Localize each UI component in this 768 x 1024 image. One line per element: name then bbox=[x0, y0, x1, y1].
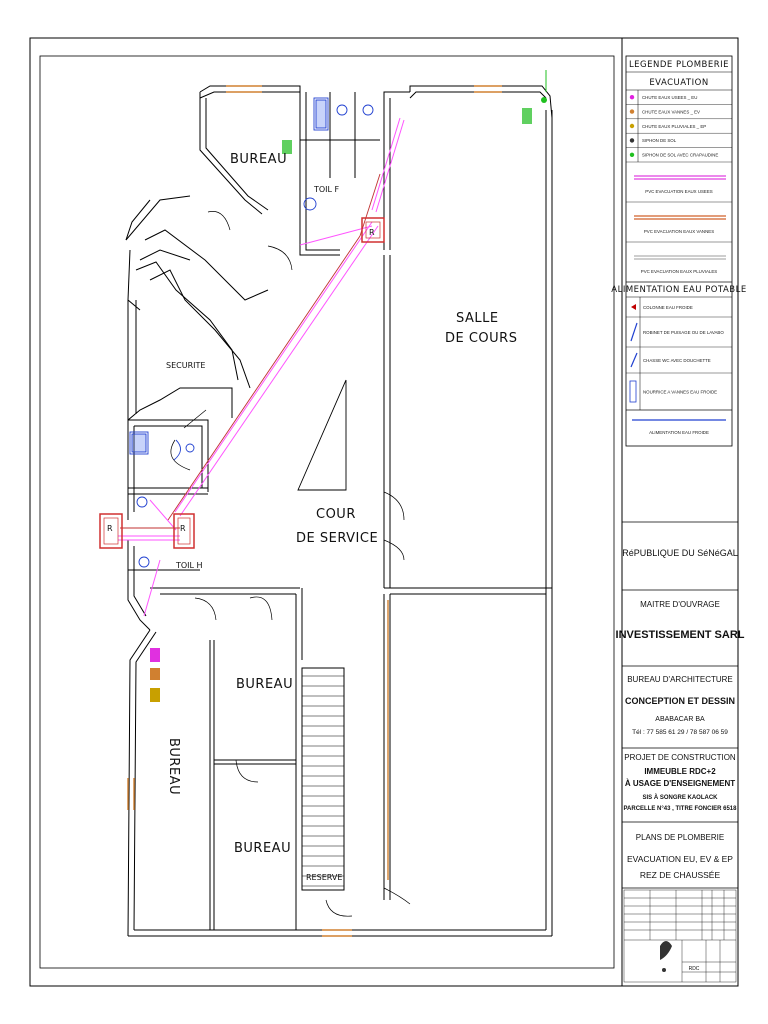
room-toil-f: TOIL F bbox=[313, 185, 340, 194]
sheet-border bbox=[29, 37, 739, 987]
sanitary-fixtures bbox=[129, 97, 374, 568]
architect-logo bbox=[660, 941, 672, 972]
drawing-frame bbox=[39, 55, 615, 969]
legend-title: LEGENDE PLOMBERIE bbox=[629, 60, 729, 70]
owner-name: INVESTISSEMENT SARL bbox=[616, 629, 745, 641]
room-bureau-vertical: BUREAU bbox=[166, 738, 181, 795]
plumbing-legend: LEGENDE PLOMBERIE EVACUATION CHUTE EAUX … bbox=[611, 55, 746, 447]
legend-symbol bbox=[629, 138, 635, 143]
revision-grid-frame bbox=[623, 889, 737, 983]
legend-alimentation-label: CHASSE WC AVEC DOUCHETTE bbox=[643, 358, 711, 363]
plan-label: PLANS DE PLOMBERIE bbox=[636, 833, 724, 842]
project-line-2: À USAGE D'ENSEIGNEMENT bbox=[625, 779, 735, 788]
legend-evacuation-label: SIPHON DE SOL AVEC CRAPAUDINE bbox=[642, 153, 718, 158]
legend-pipe-label: PVC EVACUATION EAUX USEES bbox=[645, 189, 712, 194]
legend-evacuation-label: CHUTE EAUX USEES _ EU bbox=[642, 95, 697, 100]
doors bbox=[170, 211, 411, 917]
revision-grid bbox=[623, 889, 737, 983]
architect-name: ABABACAR BA bbox=[655, 716, 705, 723]
plan-line-2: REZ DE CHAUSSÉE bbox=[640, 870, 721, 880]
legend-symbol bbox=[629, 380, 637, 403]
legend-symbol bbox=[630, 322, 638, 342]
room-cour-line2: DE SERVICE bbox=[296, 531, 378, 546]
legend-alimentation-header: ALIMENTATION EAU POTABLE bbox=[611, 285, 746, 295]
room-salle-line1: SALLE bbox=[456, 311, 499, 326]
legend-alim-line-label: ALIMENTATION EAU FROIDE bbox=[649, 430, 709, 435]
legend-symbol bbox=[630, 352, 638, 368]
inspection-chambers: R R R bbox=[99, 217, 385, 549]
project-line-3: SIS À SONGRE KAOLACK bbox=[642, 794, 718, 801]
office-name: CONCEPTION ET DESSIN bbox=[625, 696, 735, 706]
legend-symbol bbox=[629, 123, 635, 129]
room-reserve: RESERVE bbox=[306, 873, 342, 882]
chamber-label-3: R bbox=[107, 524, 113, 533]
office-label: BUREAU D'ARCHITECTURE bbox=[627, 675, 733, 684]
chamber-label-1: R bbox=[369, 228, 375, 237]
title-block: RéPUBLIQUE DU SéNéGAL MAITRE D'OUVRAGE I… bbox=[616, 521, 745, 983]
legend-evacuation-label: CHUTE EAUX VANNES _ EV bbox=[642, 109, 700, 114]
room-cour-line1: COUR bbox=[316, 507, 356, 522]
legend-evacuation-label: CHUTE EAUX PLUVIALES _ EP bbox=[642, 124, 706, 129]
ev-pipes bbox=[120, 173, 381, 529]
staircase bbox=[302, 675, 344, 887]
room-bureau-top: BUREAU bbox=[230, 152, 287, 167]
project-line-1: IMMEUBLE RDC+2 bbox=[644, 767, 716, 776]
legend-symbol bbox=[631, 304, 636, 310]
architect-phone: Tél : 77 585 61 29 / 78 587 06 59 bbox=[632, 729, 728, 736]
windows bbox=[127, 85, 502, 937]
legend-alimentation-label: NOURRICE A VANNES EAU FROIDE bbox=[643, 390, 717, 395]
chamber-label-2: R bbox=[180, 524, 186, 533]
room-salle-line2: DE COURS bbox=[445, 331, 517, 346]
eu-pipes bbox=[118, 117, 405, 617]
legend-pipe-label: PVC EVACUATION EAUX PLUVIALES bbox=[641, 269, 718, 274]
legend-pipe-label: PVC EVACUATION EAUX VANNES bbox=[644, 229, 714, 234]
legend-alimentation-label: ROBINET DE PUISAGE OU DE LAVABO bbox=[643, 330, 724, 335]
room-bureau-mid: BUREAU bbox=[236, 677, 293, 692]
project-label: PROJET DE CONSTRUCTION bbox=[624, 753, 736, 762]
plan-markers bbox=[150, 70, 547, 702]
room-securite: SECURITE bbox=[166, 361, 205, 370]
room-labels: BUREAU TOIL F SALLE DE COURS SECURITE CO… bbox=[166, 152, 517, 882]
legend-evacuation-header: EVACUATION bbox=[649, 78, 708, 88]
room-toil-h: TOIL H bbox=[175, 561, 203, 570]
country-name: RéPUBLIQUE DU SéNéGAL bbox=[622, 548, 738, 558]
project-line-4: PARCELLE N°43 , TITRE FONCIER 6518 bbox=[624, 806, 738, 812]
grid-code: RDC bbox=[689, 966, 700, 972]
legend-evacuation-label: SIPHON DE SOL bbox=[642, 138, 677, 143]
room-bureau-bottom: BUREAU bbox=[234, 841, 291, 856]
legend-alimentation-label: COLONNE EAU FROIDE bbox=[643, 305, 693, 310]
legend-symbol bbox=[629, 109, 635, 114]
plan-line-1: EVACUATION EU, EV & EP bbox=[627, 854, 733, 864]
owner-label: MAITRE D'OUVRAGE bbox=[640, 600, 720, 609]
legend-symbol bbox=[629, 152, 635, 157]
legend-symbol bbox=[629, 95, 635, 100]
floor-plan bbox=[125, 85, 553, 937]
